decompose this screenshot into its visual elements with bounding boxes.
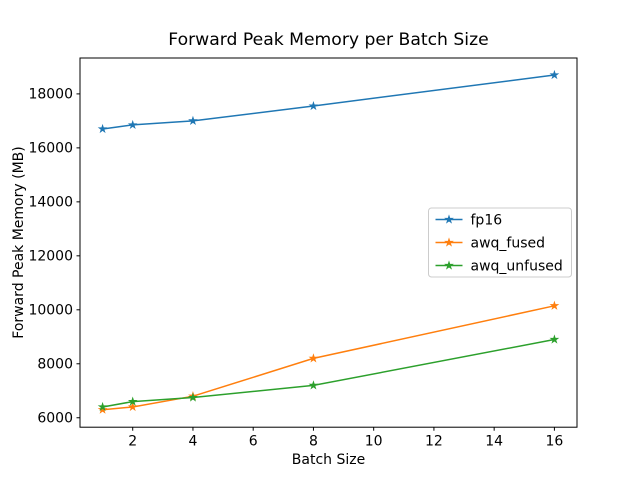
data-point-awq_fused	[97, 404, 108, 414]
axes-spines	[79, 57, 578, 428]
x-tick-label: 12	[425, 434, 443, 450]
data-point-fp16	[308, 100, 319, 111]
data-point-fp16	[549, 69, 560, 80]
plot-area: 2 4 6 8 10 12 14 16 6000 8000 10000 12000 14000 16000…	[28, 57, 578, 450]
x-tick-label: 8	[309, 434, 318, 450]
data-point-awq_fused	[549, 300, 560, 310]
y-axis-label: Forward Peak Memory (MB)	[11, 146, 27, 338]
data-point-awq_unfused	[188, 392, 198, 402]
x-tick-label: 16	[545, 434, 563, 450]
series-line-fp16	[102, 74, 555, 130]
y-tick-label: 8000	[37, 357, 73, 373]
legend-label-awq_fused: awq_fused	[471, 235, 546, 251]
data-point-awq_unfused	[127, 396, 138, 406]
data-point-awq_fused	[308, 353, 319, 363]
x-tick-label: 6	[249, 434, 258, 450]
legend-box	[428, 207, 572, 278]
y-tick-label: 6000	[37, 411, 73, 427]
legend-marker-awq_unfused	[444, 260, 454, 270]
legend-marker-awq_fused	[444, 237, 454, 247]
x-tick-label: 2	[128, 434, 137, 450]
data-point-fp16	[127, 119, 138, 130]
data-point-awq_unfused	[549, 334, 560, 344]
x-tick-label: 10	[365, 434, 383, 450]
y-tick-label: 14000	[28, 195, 73, 211]
x-tick-label: 4	[188, 434, 197, 450]
chart-title: Forward Peak Memory per Batch Size	[168, 30, 488, 50]
legend-label-fp16: fp16	[471, 212, 503, 228]
x-axis-label: Batch Size	[292, 452, 365, 468]
legend-marker-fp16	[444, 214, 454, 224]
x-tick-label: 14	[485, 434, 503, 450]
data-point-fp16	[188, 115, 198, 126]
data-point-awq_unfused	[97, 401, 108, 412]
data-point-awq_unfused	[308, 380, 319, 390]
series-line-awq_fused	[102, 305, 555, 411]
series-line-awq_unfused	[102, 338, 555, 408]
data-point-fp16	[97, 123, 108, 134]
legend-label-awq_unfused: awq_unfused	[471, 258, 563, 274]
y-tick-label: 18000	[28, 87, 73, 103]
y-tick-label: 16000	[28, 141, 73, 157]
y-tick-label: 10000	[28, 303, 73, 319]
y-tick-label: 12000	[28, 249, 73, 265]
data-point-awq_fused	[127, 401, 138, 412]
